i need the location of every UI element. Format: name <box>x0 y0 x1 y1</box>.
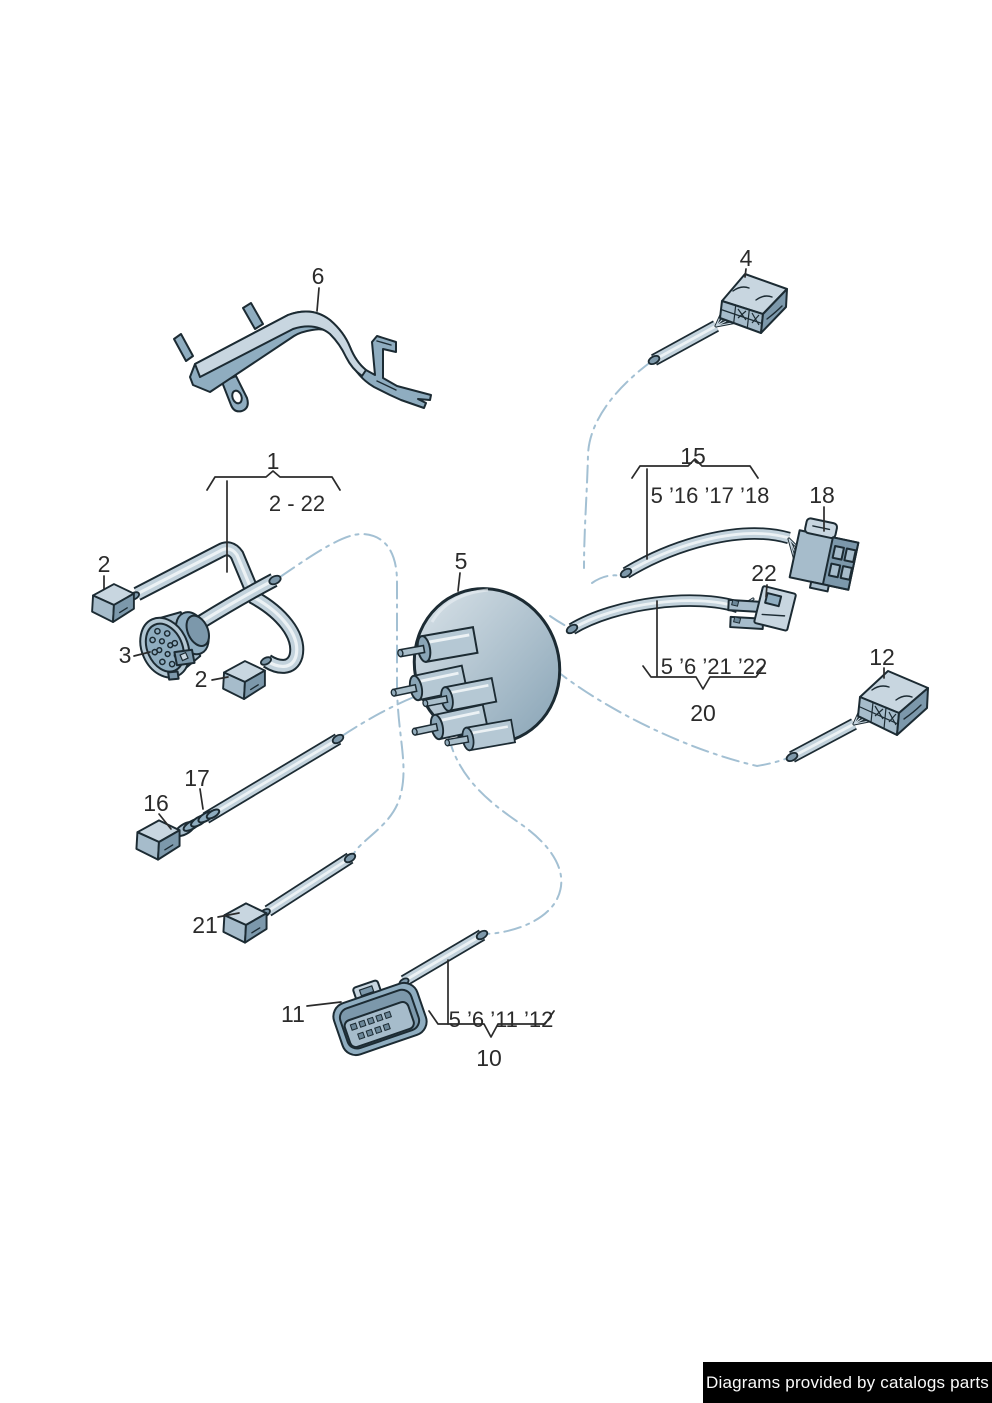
route-to-cable-22 <box>549 615 571 629</box>
leader-5 <box>457 572 461 592</box>
grommet-5 <box>387 587 562 756</box>
route-to-connector-12 <box>552 667 789 768</box>
leader-6 <box>316 287 320 312</box>
route-to-connector-11 <box>447 734 563 935</box>
bracket-group-20 <box>642 665 765 690</box>
group-label-20: 5 ’6 ’21 ’22 <box>661 654 767 679</box>
callout-4: 4 <box>740 245 753 271</box>
group-label-1: 2 - 22 <box>269 491 325 516</box>
route-trunk-to-21 <box>279 532 405 856</box>
bracket-prong <box>173 333 194 362</box>
connector-2b <box>222 660 266 700</box>
callout-2b: 2 <box>195 666 208 692</box>
callout-1: 1 <box>267 448 280 474</box>
group-label-10: 5 ’6 ’11 ’12 <box>449 1007 554 1032</box>
callouts: 6 4 1 2 - 22 2 3 2 5 15 5 ’16 ’17 ’18 18… <box>98 245 895 1071</box>
callout-15: 15 <box>680 443 706 469</box>
callout-10: 10 <box>476 1045 502 1071</box>
connector-22 <box>727 585 797 632</box>
callout-16: 16 <box>143 790 169 816</box>
connector-3 <box>139 611 210 681</box>
leader-11 <box>306 1001 342 1007</box>
callout-2a: 2 <box>98 551 111 577</box>
leader-16 <box>158 813 172 830</box>
bracket-group-10 <box>428 1010 555 1038</box>
group-label-15: 5 ’16 ’17 ’18 <box>651 483 770 508</box>
connector-21 <box>222 902 268 944</box>
leader-3 <box>133 651 151 657</box>
footer-bar: Diagrams provided by catalogs parts <box>703 1362 992 1403</box>
cable-22 <box>565 599 757 635</box>
callout-22: 22 <box>751 560 777 586</box>
bracket-prong <box>242 302 264 330</box>
leader-21 <box>217 912 240 918</box>
footer-text: Diagrams provided by catalogs parts <box>706 1372 989 1392</box>
connector-21-assembly <box>222 852 356 944</box>
leader-17 <box>199 788 204 810</box>
harness-1 <box>91 549 297 700</box>
callout-11: 11 <box>281 1001 305 1027</box>
callout-17: 17 <box>184 765 210 791</box>
callout-18: 18 <box>809 482 835 508</box>
route-to-cable-15 <box>591 574 623 584</box>
connector-18 <box>788 517 860 593</box>
route-to-connector-4 <box>583 360 653 569</box>
part-6-bracket <box>173 302 432 413</box>
callout-3: 3 <box>119 642 132 668</box>
connector-16 <box>135 819 181 861</box>
connector-11-assembly <box>332 929 489 1057</box>
cable-16 <box>206 733 345 818</box>
leader-22 <box>765 584 768 598</box>
callout-12: 12 <box>869 644 895 670</box>
callout-5: 5 <box>455 548 468 574</box>
boot-17 <box>174 808 221 838</box>
bracket-top-face <box>194 310 367 378</box>
bracket-group-1 <box>206 470 341 491</box>
callout-6: 6 <box>312 263 325 289</box>
bracket-group-15 <box>631 458 759 479</box>
callout-20: 20 <box>690 700 716 726</box>
callout-21: 21 <box>192 912 218 938</box>
connector-2a <box>91 583 135 623</box>
route-to-cable-16 <box>341 696 415 737</box>
part-12-connector <box>785 670 929 763</box>
leader-4 <box>744 268 747 278</box>
leader-2b <box>211 676 229 681</box>
connector-11 <box>332 979 428 1057</box>
part-4-connector <box>647 273 788 366</box>
